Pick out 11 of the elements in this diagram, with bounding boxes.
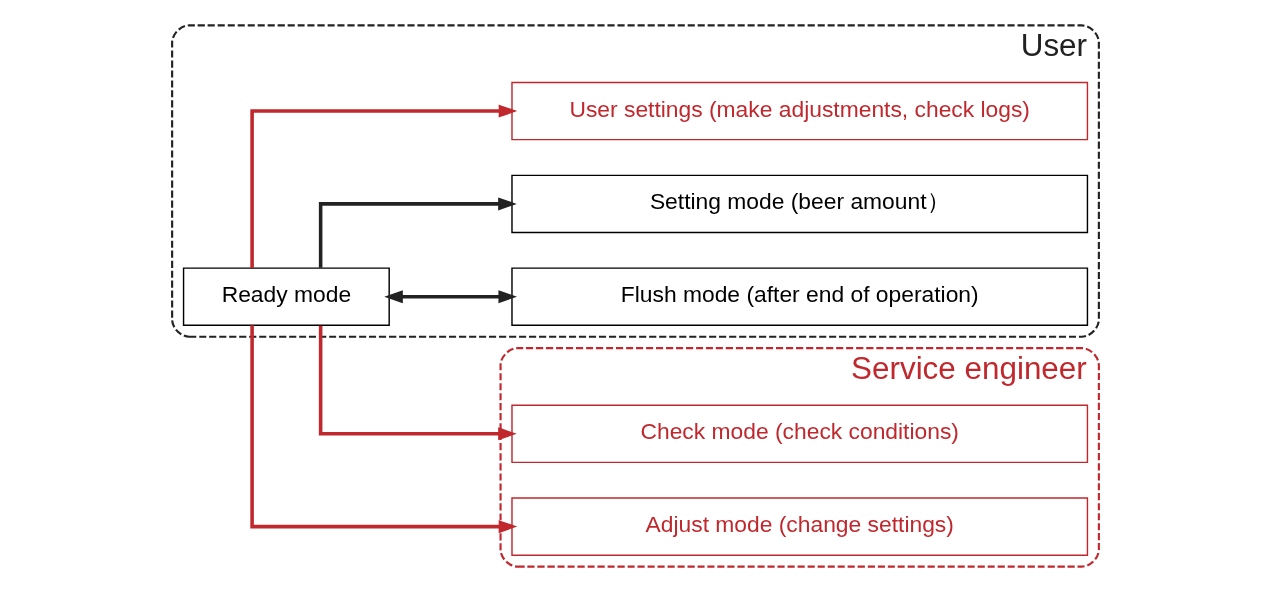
node-box: Flush mode (after end of operation) (510, 267, 1088, 326)
arrow (383, 290, 517, 304)
arrow (249, 325, 517, 534)
arrow (249, 104, 517, 269)
node-box: Ready mode (182, 267, 390, 326)
node-box: User settings (make adjustments, check logs) (510, 81, 1088, 141)
arrow (318, 325, 517, 441)
node-box: Check mode (check conditions) (510, 404, 1088, 464)
node-box: Setting mode (beer amount） (510, 174, 1088, 234)
node-box: Adjust mode (change settings) (510, 497, 1088, 556)
arrow (318, 197, 517, 268)
